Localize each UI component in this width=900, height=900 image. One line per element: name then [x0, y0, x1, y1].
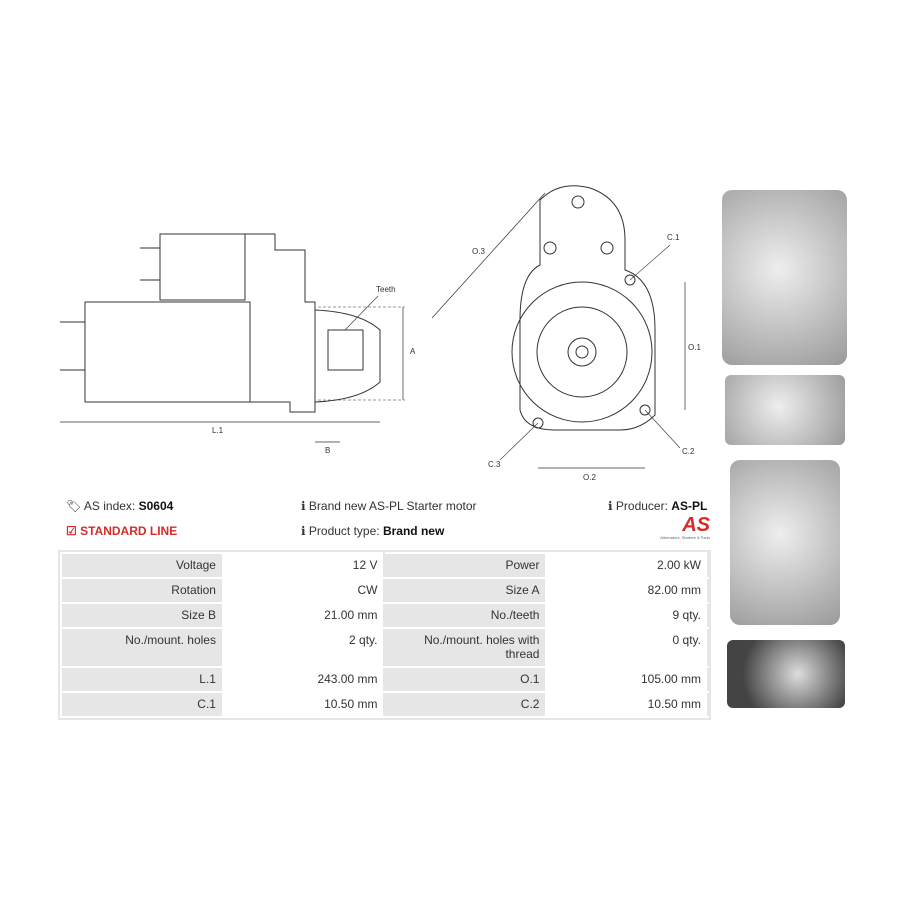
- label-c3: C.3: [488, 460, 501, 469]
- product-type: ℹ Product type: Brand new: [301, 524, 445, 538]
- checkbox-icon: ☑: [66, 524, 77, 538]
- product-photo-side-dark[interactable]: [727, 640, 845, 708]
- spec-value: 2 qty.: [221, 627, 386, 668]
- label-teeth: Teeth: [376, 285, 396, 294]
- front-view-drawing: [431, 185, 686, 469]
- product-photo-front[interactable]: [722, 190, 847, 365]
- spec-label: Rotation: [60, 577, 224, 604]
- producer: ℹ Producer: AS-PL: [608, 499, 708, 513]
- spec-label: C.1: [60, 691, 224, 718]
- spec-label: Voltage: [60, 552, 224, 579]
- technical-drawings: Teeth A L.1 B O.3 C.1 O.1 C.2 C.3 O.2: [60, 185, 701, 482]
- product-photo-side[interactable]: [725, 375, 845, 445]
- spec-label: L.1: [60, 666, 224, 693]
- spec-label: Size A: [383, 577, 548, 604]
- spec-value: 10.50 mm: [221, 691, 386, 718]
- info-icon: ℹ: [608, 499, 613, 513]
- label-c1: C.1: [667, 233, 680, 242]
- spec-label: C.2: [383, 691, 548, 718]
- spec-value: 243.00 mm: [221, 666, 386, 693]
- label-c2: C.2: [682, 447, 695, 456]
- spec-label: No./mount. holes with thread: [383, 627, 548, 668]
- spec-value: 21.00 mm: [221, 602, 386, 629]
- spec-value: 2.00 kW: [545, 552, 709, 579]
- side-view-drawing: [60, 233, 405, 443]
- spec-value: 10.50 mm: [545, 691, 709, 718]
- spec-value: 0 qty.: [545, 627, 709, 668]
- spec-label: No./mount. holes: [60, 627, 224, 668]
- description: ℹ Brand new AS-PL Starter motor: [301, 499, 477, 513]
- spec-value: 105.00 mm: [545, 666, 709, 693]
- spec-label: Power: [383, 552, 548, 579]
- spec-label: O.1: [383, 666, 548, 693]
- product-photo-rear[interactable]: [730, 460, 840, 625]
- label-a: A: [410, 347, 416, 356]
- label-l1: L.1: [212, 426, 224, 435]
- as-pl-logo: AS Alternators, Starters & Parts: [660, 514, 710, 540]
- info-icon: ℹ: [301, 499, 306, 513]
- spec-value: 12 V: [221, 552, 386, 579]
- label-o1: O.1: [688, 343, 701, 352]
- spec-label: No./teeth: [383, 602, 548, 629]
- label-o3: O.3: [472, 247, 485, 256]
- label-b: B: [325, 446, 330, 455]
- as-index-value: S0604: [138, 499, 174, 513]
- info-icon: ℹ: [301, 524, 306, 538]
- tag-icon: 🏷: [66, 499, 82, 513]
- spec-value: 82.00 mm: [545, 577, 709, 604]
- as-index: 🏷 AS index: S0604: [66, 499, 174, 513]
- spec-value: 9 qty.: [545, 602, 709, 629]
- label-o2: O.2: [583, 473, 596, 482]
- spec-label: Size B: [60, 602, 224, 629]
- standard-line-badge: ☑ STANDARD LINE: [66, 524, 178, 538]
- spec-value: CW: [221, 577, 386, 604]
